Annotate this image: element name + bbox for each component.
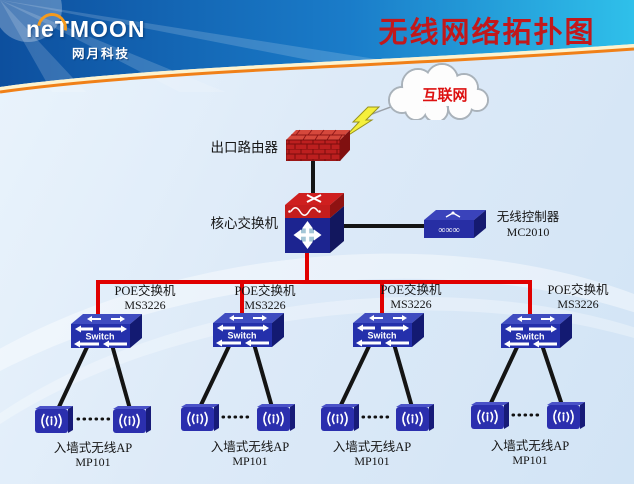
ap-device [35,406,73,433]
lightning-bolt-icon [343,106,381,139]
poe-model: MS3226 [557,296,599,311]
poe-switch-device-2: Switch [213,313,284,347]
wifi-icon [402,411,423,427]
crossed-arrows-icon [306,194,322,203]
antenna-arrows-icon [445,211,461,218]
ap-group-label-2: 入墙式无线AP MP101 [190,440,310,468]
ap-group-label-1: 入墙式无线AP MP101 [33,441,153,469]
switch-device-text: Switch [85,332,114,342]
ap-dotted-links [76,413,544,421]
wave-icon [288,207,321,216]
ap-name: 入墙式无线AP [332,440,412,454]
core-switch-device [285,193,344,253]
switch-ap-links [56,342,564,411]
logo-subtext: 网月科技 [72,47,131,61]
poe-model: MS3226 [390,296,432,311]
switch-arrows-icon [504,316,557,348]
poe-model: MS3226 [244,297,286,312]
wifi-icon [187,411,208,427]
poe-name: POE交换机 [380,283,442,297]
ap-model: MP101 [75,455,111,469]
poe-model: MS3226 [124,297,166,312]
ap-model: MP101 [232,454,268,468]
ap-device [547,402,585,429]
poe-switch-device-1: Switch [71,314,142,348]
netmoon-logo: neTMOON 网月科技 [26,7,176,62]
wifi-icon [477,409,498,425]
router-label: 出口路由器 [210,140,279,155]
ap-device [471,402,509,429]
controller-name: 无线控制器 [496,210,560,224]
switch-device-text: Switch [227,331,256,341]
internet-label: 互联网 [422,88,468,104]
ap-device [257,404,295,431]
controller-label: 无线控制器 MC2010 [488,210,568,240]
switch-arrows-icon [216,315,269,347]
wifi-icon [263,411,284,427]
poe-switch-label-4: POE交换机 MS3226 [540,283,616,311]
switch-device-text: Switch [515,332,544,342]
poe-switch-label-1: POE交换机 MS3226 [107,284,183,312]
coil-loops-icon: ∞∞∞ [438,225,459,236]
poe-name: POE交换机 [234,284,296,298]
ap-name: 入墙式无线AP [53,441,133,455]
wireless-controller-device: ∞∞∞ [424,210,486,238]
router-device [286,129,350,161]
ap-name: 入墙式无线AP [210,440,290,454]
wifi-icon [553,409,574,425]
ap-device [181,404,219,431]
controller-model: MC2010 [506,225,550,239]
ap-model: MP101 [354,454,390,468]
ap-group-label-4: 入墙式无线AP MP101 [470,439,590,467]
core-switch-label: 核心交换机 [210,216,279,231]
ap-group-label-3: 入墙式无线AP MP101 [312,440,432,468]
ap-model: MP101 [512,453,548,467]
wifi-icon [327,411,348,427]
switch-device-text: Switch [367,331,396,341]
four-way-arrows-icon [293,221,322,249]
wifi-icon [119,413,140,429]
ap-device [396,404,434,431]
poe-name: POE交换机 [547,283,609,297]
switch-arrows-icon [74,316,127,348]
wifi-icon [41,413,62,429]
logo-text: neTMOON [26,16,146,42]
ap-device [321,404,359,431]
switch-arrows-icon [356,315,409,347]
poe-switch-device-4: Switch [501,314,572,348]
ap-device [113,406,151,433]
poe-switch-device-3: Switch [353,313,424,347]
poe-name: POE交换机 [114,284,176,298]
page-title: 无线网络拓扑图 [378,17,596,49]
poe-switch-label-2: POE交换机 MS3226 [227,284,303,312]
ap-name: 入墙式无线AP [490,439,570,453]
red-backbone-links [96,253,532,318]
poe-switch-label-3: POE交换机 MS3226 [373,283,449,311]
